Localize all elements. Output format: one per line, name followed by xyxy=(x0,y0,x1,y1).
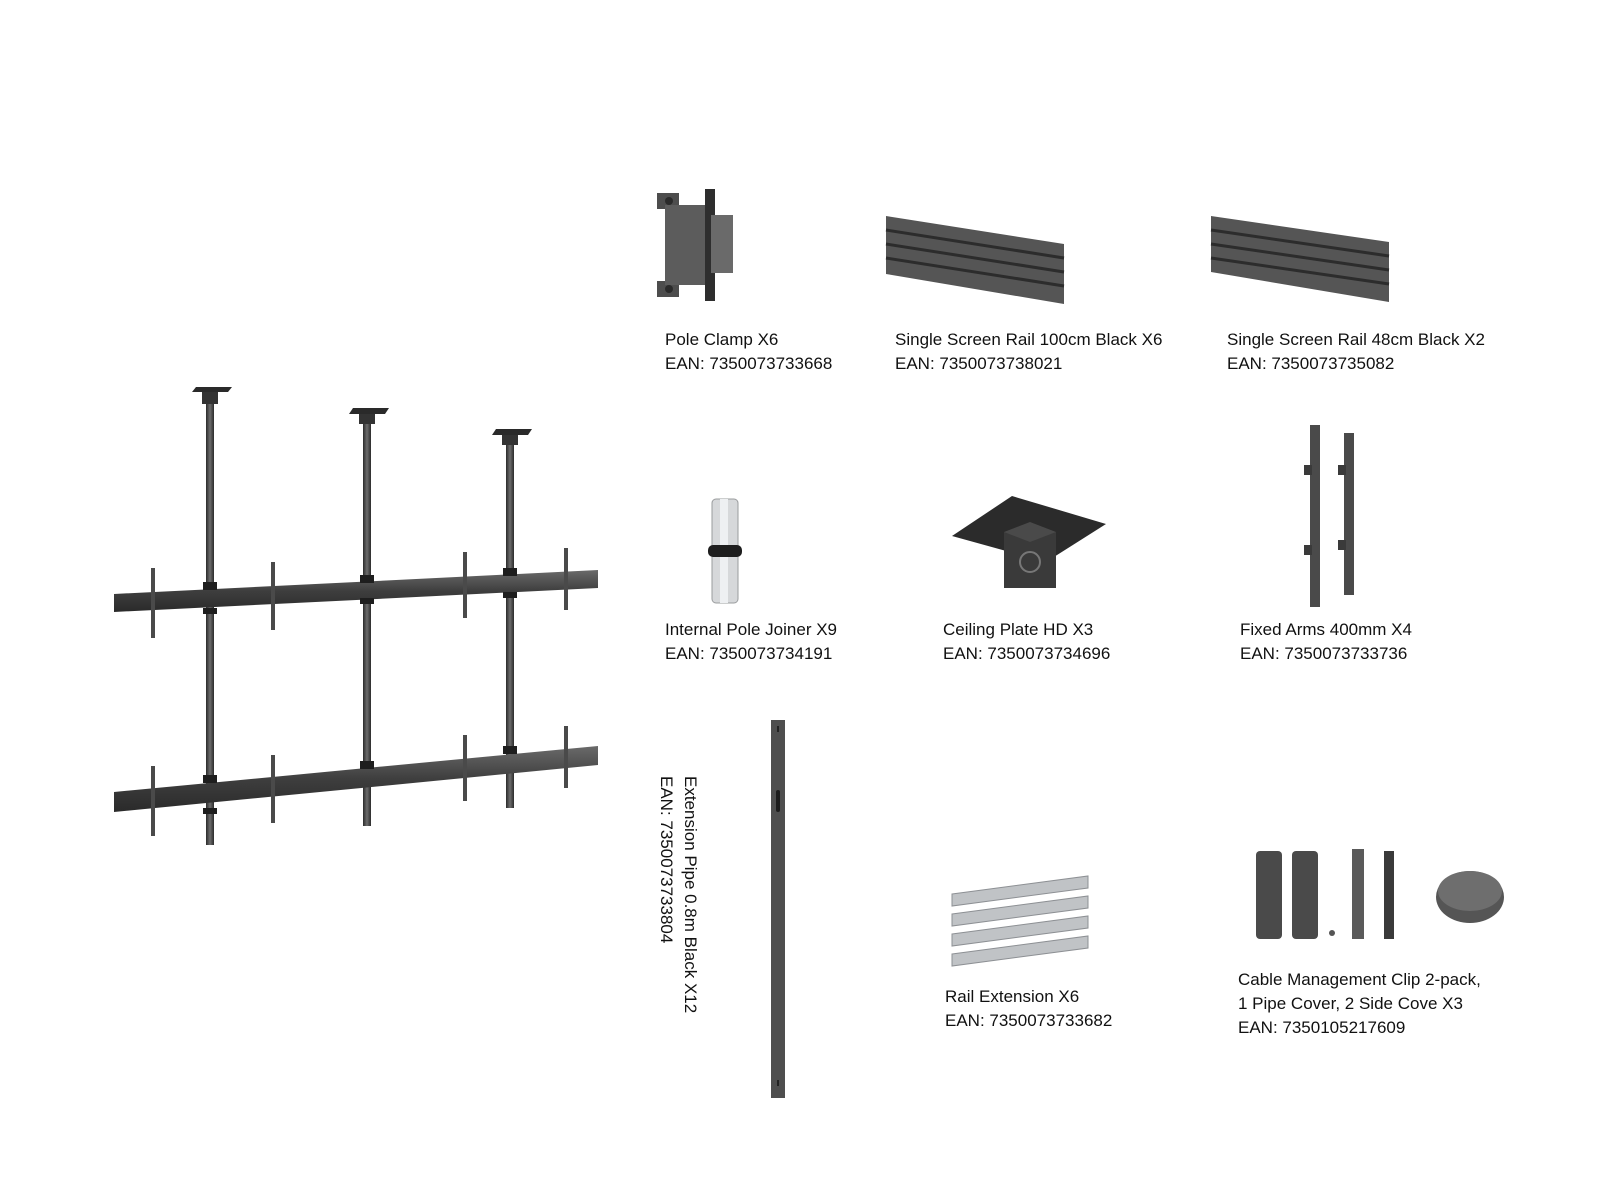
internal-pole-joiner-image xyxy=(708,498,742,604)
extension-pipe-ean: EAN: 7350073733804 xyxy=(657,776,676,944)
single-screen-rail-48cm-image xyxy=(1210,216,1390,302)
pole-clamp-label: Pole Clamp X6 EAN: 7350073733668 xyxy=(665,328,832,376)
pole-joiner-name: Internal Pole Joiner X9 xyxy=(665,620,837,639)
ceiling-plate-hd-image xyxy=(952,496,1106,588)
pole-clamp-name: Pole Clamp X6 xyxy=(665,330,779,349)
fixed-arms-ean: EAN: 7350073733736 xyxy=(1240,644,1408,663)
rail-extension-name: Rail Extension X6 xyxy=(945,987,1080,1006)
assembled-video-wall-mount-image xyxy=(114,387,598,845)
pole-joiner-ean: EAN: 7350073734191 xyxy=(665,644,833,663)
rail-100-label: Single Screen Rail 100cm Black X6 EAN: 7… xyxy=(895,328,1162,376)
fixed-arms-name: Fixed Arms 400mm X4 xyxy=(1240,620,1412,639)
rail-extension-image xyxy=(951,875,1089,967)
rail-48-ean: EAN: 7350073735082 xyxy=(1227,354,1395,373)
ceiling-plate-name: Ceiling Plate HD X3 xyxy=(943,620,1094,639)
rail-48-name: Single Screen Rail 48cm Black X2 xyxy=(1227,330,1485,349)
rail-100-name: Single Screen Rail 100cm Black X6 xyxy=(895,330,1163,349)
extension-pipe-name: Extension Pipe 0.8m Black X12 xyxy=(681,776,700,1014)
cable-clip-name-line2: 1 Pipe Cover, 2 Side Cove X3 xyxy=(1238,994,1463,1013)
fixed-arms-400mm-image xyxy=(1304,425,1354,607)
pole-joiner-label: Internal Pole Joiner X9 EAN: 73500737341… xyxy=(665,618,837,666)
cable-clip-ean: EAN: 7350105217609 xyxy=(1238,1018,1406,1037)
ceiling-plate-label: Ceiling Plate HD X3 EAN: 7350073734696 xyxy=(943,618,1110,666)
pole-clamp-ean: EAN: 7350073733668 xyxy=(665,354,833,373)
cable-clip-name-line1: Cable Management Clip 2-pack, xyxy=(1238,970,1481,989)
rail-extension-ean: EAN: 7350073733682 xyxy=(945,1011,1113,1030)
single-screen-rail-100cm-image xyxy=(885,216,1065,304)
ceiling-plate-ean: EAN: 7350073734696 xyxy=(943,644,1111,663)
pole-clamp-image xyxy=(657,189,733,301)
extension-pipe-label: Extension Pipe 0.8m Black X12 EAN: 73500… xyxy=(654,776,702,1013)
cable-clip-label: Cable Management Clip 2-pack, 1 Pipe Cov… xyxy=(1238,968,1481,1040)
rail-extension-label: Rail Extension X6 EAN: 7350073733682 xyxy=(945,985,1112,1033)
extension-pipe-image xyxy=(771,720,785,1098)
cable-management-clip-image xyxy=(1256,849,1504,939)
fixed-arms-label: Fixed Arms 400mm X4 EAN: 7350073733736 xyxy=(1240,618,1412,666)
rail-100-ean: EAN: 7350073738021 xyxy=(895,354,1063,373)
rail-48-label: Single Screen Rail 48cm Black X2 EAN: 73… xyxy=(1227,328,1485,376)
